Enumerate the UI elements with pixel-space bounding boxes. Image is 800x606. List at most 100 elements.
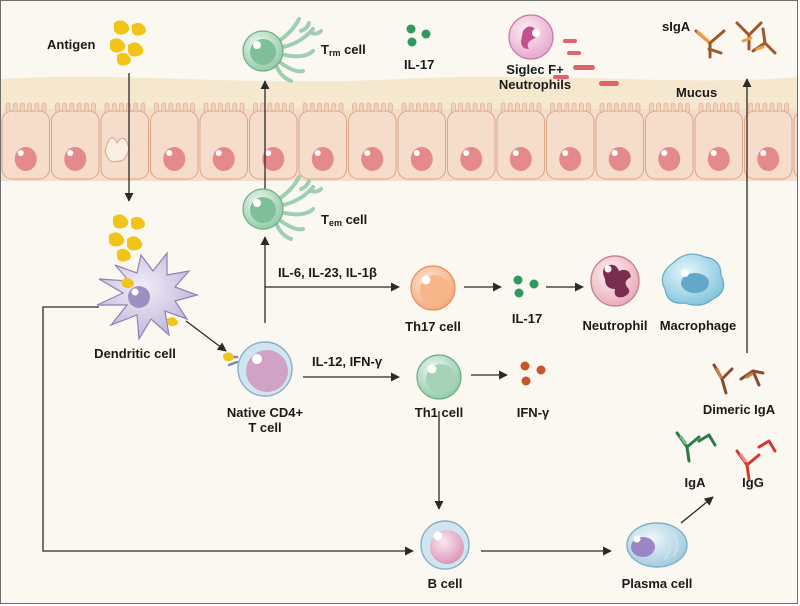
microvillus: [408, 102, 414, 113]
microvillus: [487, 102, 492, 113]
epithelial-cell: [793, 113, 797, 177]
trm-cell-icon: [242, 17, 323, 83]
microvillus: [12, 102, 18, 113]
microvillus: [289, 102, 294, 113]
microvillus: [324, 102, 329, 113]
microvillus: [154, 102, 159, 113]
epithelial-nucleus: [707, 147, 730, 171]
microvillus: [677, 102, 683, 113]
arrow-dc-to-cd4: [185, 320, 227, 352]
microvillus: [317, 102, 322, 113]
iga-antibody-icon: [675, 431, 717, 463]
microvillus: [225, 102, 230, 113]
label-macrophage: Macrophage: [659, 318, 737, 333]
microvillus: [338, 102, 344, 113]
microvillus: [140, 102, 146, 113]
nucleus-highlight: [265, 150, 272, 156]
microvillus: [472, 102, 478, 113]
microvillus: [599, 102, 605, 113]
microvillus: [239, 102, 245, 113]
microvillus: [380, 102, 386, 113]
epithelial-nucleus: [559, 147, 582, 171]
epithelial-cell: [595, 110, 644, 180]
epithelial-nucleus: [410, 147, 433, 171]
label-native-cd4-line1: Native CD4+: [226, 405, 304, 420]
microvillus: [133, 102, 139, 113]
label-plasma-cell: Plasma cell: [621, 576, 693, 591]
plasma-cell-icon: [626, 522, 688, 568]
label-trm-suffix: cell: [340, 42, 366, 57]
microvillus: [536, 102, 542, 113]
nucleus-highlight: [17, 150, 24, 156]
label-iga: IgA: [684, 475, 706, 490]
label-tem-main: T: [321, 212, 329, 227]
native-cd4-t-cell-icon: [223, 341, 293, 397]
label-tem-sub: em: [328, 218, 342, 228]
microvillus: [5, 102, 11, 113]
microvillus: [119, 102, 124, 113]
microvillus: [388, 102, 393, 113]
microvillus: [359, 102, 365, 113]
microvillus: [218, 102, 223, 113]
microvillus: [27, 102, 32, 113]
microvillus: [571, 102, 577, 113]
label-trm-sub: rm: [328, 48, 341, 58]
microvillus: [635, 102, 641, 113]
net-fragments-icon: [553, 39, 619, 86]
microvillus: [41, 102, 47, 113]
microvillus: [260, 102, 266, 113]
microvillus: [769, 102, 775, 113]
nucleus-highlight: [611, 150, 618, 156]
epithelial-cell: [744, 110, 793, 180]
epithelial-nucleus: [608, 147, 631, 171]
nucleus-highlight: [364, 150, 371, 156]
siga-antibody-icons: [694, 21, 777, 59]
microvillus: [274, 102, 280, 113]
microvillus: [458, 102, 464, 113]
microvillus: [621, 102, 626, 113]
neutrophil-icon: [590, 255, 640, 307]
epithelial-nucleus: [658, 147, 681, 171]
th17-cell-icon: [410, 265, 456, 311]
antigen-particles-bottom: [109, 214, 145, 262]
microvillus: [111, 102, 117, 113]
microvillus: [550, 102, 555, 113]
nucleus-highlight: [661, 150, 668, 156]
microvillus: [663, 102, 669, 113]
epithelial-cell: [249, 110, 298, 180]
nucleus-highlight: [562, 150, 569, 156]
microvillus: [507, 102, 513, 113]
microvillus: [465, 102, 471, 113]
microvillus: [373, 102, 379, 113]
microvillus: [698, 102, 704, 113]
epithelial-nucleus: [163, 147, 186, 171]
label-tem-cell: Tem cell: [321, 212, 367, 231]
nucleus-highlight: [413, 150, 420, 156]
dendritic-cell-icon: [96, 251, 199, 341]
microvillus: [210, 102, 216, 113]
arrow-plasma-to-iga: [680, 496, 714, 524]
microvillus: [578, 102, 584, 113]
label-siglec-line1: Siglec F+: [506, 62, 564, 77]
label-th17-cell: Th17 cell: [405, 319, 461, 334]
microvillus: [352, 102, 357, 113]
siglec-neutrophil-icon: [508, 14, 554, 60]
microvillus: [564, 102, 570, 113]
epithelial-cell: [447, 110, 496, 180]
label-b-cell: B cell: [427, 576, 463, 591]
label-dimeric-iga: Dimeric IgA: [702, 402, 776, 417]
nucleus-highlight: [67, 150, 74, 156]
epithelial-cell: [298, 110, 347, 180]
label-trm-main: T: [321, 42, 329, 57]
nucleus-highlight: [463, 150, 470, 156]
label-mucus: Mucus: [676, 85, 718, 100]
microvillus: [685, 102, 690, 113]
antigen-particles-top: [110, 20, 146, 66]
microvillus: [253, 102, 258, 113]
microvillus: [401, 102, 407, 113]
label-il6-il23-il1b: IL-6, IL-23, IL-1β: [278, 265, 377, 280]
microvillus: [183, 102, 188, 113]
label-igg: IgG: [742, 475, 764, 490]
epithelial-nucleus: [460, 147, 483, 171]
